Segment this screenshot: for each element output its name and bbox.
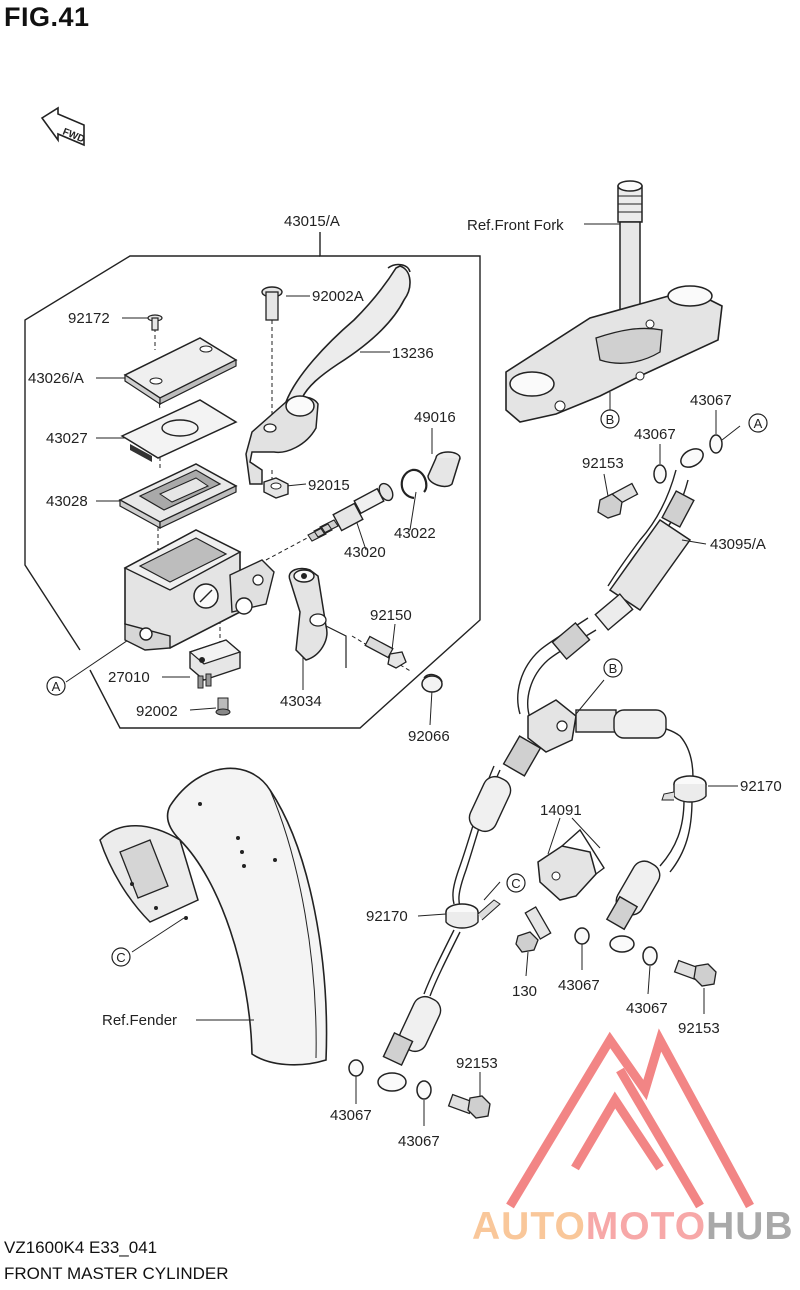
front-fender — [99, 767, 328, 1066]
watermark-moto: MOTO — [585, 1205, 707, 1248]
union-bolt-92153-right — [673, 959, 717, 987]
label-13236: 13236 — [392, 345, 434, 362]
assembly-outline-left — [24, 255, 320, 651]
label-43020: 43020 — [344, 544, 386, 561]
nut-92015 — [263, 477, 289, 499]
bolt-130 — [515, 906, 552, 953]
label-43067-d: 43067 — [626, 1000, 668, 1017]
clamp-bolt-92150 — [364, 635, 407, 669]
label-ref-front-fork: Ref.Front Fork — [467, 217, 564, 234]
label-ref-fender: Ref.Fender — [102, 1012, 177, 1029]
label-92002A: 92002A — [312, 288, 364, 305]
reservoir-cap-43026A — [123, 337, 238, 406]
assembly-outline — [89, 232, 481, 729]
leader-lines — [65, 295, 433, 726]
brake-hose-43095A — [551, 448, 704, 661]
pivot-bolt-92002A — [261, 286, 283, 321]
svg-text:B: B — [609, 661, 618, 676]
screw-92002 — [215, 697, 231, 716]
svg-text:C: C — [116, 950, 125, 965]
label-43067-a: 43067 — [690, 392, 732, 409]
watermark-text: AUTOMOTOHUB — [472, 1205, 794, 1249]
label-43067-b: 43067 — [634, 426, 676, 443]
label-43026A: 43026/A — [28, 370, 84, 387]
callout-c-fender: C — [111, 947, 131, 967]
brake-hose-left — [377, 995, 442, 1092]
hose-clamp-92170-left — [445, 899, 501, 929]
callout-b-joint: B — [603, 658, 623, 678]
cap-92066 — [421, 673, 443, 693]
diagram-title: FRONT MASTER CYLINDER — [4, 1264, 229, 1283]
model-code: VZ1600K4 E33_041 — [4, 1238, 158, 1257]
svg-text:A: A — [754, 416, 763, 431]
label-92150: 92150 — [370, 607, 412, 624]
piston-assembly-43020 — [307, 482, 394, 542]
svg-text:C: C — [511, 876, 520, 891]
brake-switch-27010 — [188, 639, 242, 689]
figure-number: FIG.41 — [4, 2, 90, 32]
label-49016: 49016 — [414, 409, 456, 426]
diaphragm-plate-43027 — [120, 399, 238, 462]
label-43067-c: 43067 — [558, 977, 600, 994]
label-43022: 43022 — [394, 525, 436, 542]
watermark-auto: AUTO — [472, 1205, 586, 1248]
label-92170-b: 92170 — [366, 908, 408, 925]
front-fork-stem — [505, 180, 723, 423]
label-43027: 43027 — [46, 430, 88, 447]
label-92153-b: 92153 — [678, 1020, 720, 1037]
joint-bracket-14091 — [537, 828, 605, 901]
union-bolt-92153-left — [447, 1093, 491, 1119]
diaphragm-43028 — [118, 463, 238, 530]
label-43067-f: 43067 — [398, 1133, 440, 1150]
label-92172: 92172 — [68, 310, 110, 327]
hose-clamp-92170-right — [661, 775, 707, 803]
label-92002: 92002 — [136, 703, 178, 720]
callout-a-left: A — [46, 676, 66, 696]
brake-hose-joint-14091 — [468, 699, 667, 833]
callout-b-fork: B — [600, 409, 620, 429]
union-bolt-92153-top — [597, 482, 639, 519]
handlebar-clamp-43034 — [288, 567, 347, 668]
label-43095A: 43095/A — [710, 536, 766, 553]
forward-arrow-icon: FWD — [40, 106, 86, 147]
label-14091: 14091 — [540, 802, 582, 819]
leader-lines-right — [131, 223, 741, 1126]
brake-hose-right — [605, 860, 661, 953]
label-130: 130 — [512, 983, 537, 1000]
label-92066: 92066 — [408, 728, 450, 745]
watermark-logo — [506, 1028, 754, 1209]
label-92153-c: 92153 — [456, 1055, 498, 1072]
dust-boot-49016 — [427, 451, 461, 488]
washers-43067 — [348, 434, 723, 1100]
callout-a-right: A — [748, 413, 768, 433]
label-43028: 43028 — [46, 493, 88, 510]
callout-c-hose: C — [506, 873, 526, 893]
label-43034: 43034 — [280, 693, 322, 710]
label-92153-a: 92153 — [582, 455, 624, 472]
label-43067-e: 43067 — [330, 1107, 372, 1124]
label-92170-a: 92170 — [740, 778, 782, 795]
watermark-hub: HUB — [706, 1205, 794, 1248]
svg-text:B: B — [606, 412, 615, 427]
circlip-43022 — [400, 468, 428, 500]
label-27010: 27010 — [108, 669, 150, 686]
part-labels: 43015/A 92172 92002A 13236 43026/A 43027… — [28, 213, 782, 1150]
brake-lever-13236 — [245, 263, 411, 485]
svg-text:A: A — [52, 679, 61, 694]
label-43015A: 43015/A — [284, 213, 340, 230]
master-cylinder-body — [123, 529, 275, 651]
screw-92172 — [147, 314, 163, 331]
label-92015: 92015 — [308, 477, 350, 494]
